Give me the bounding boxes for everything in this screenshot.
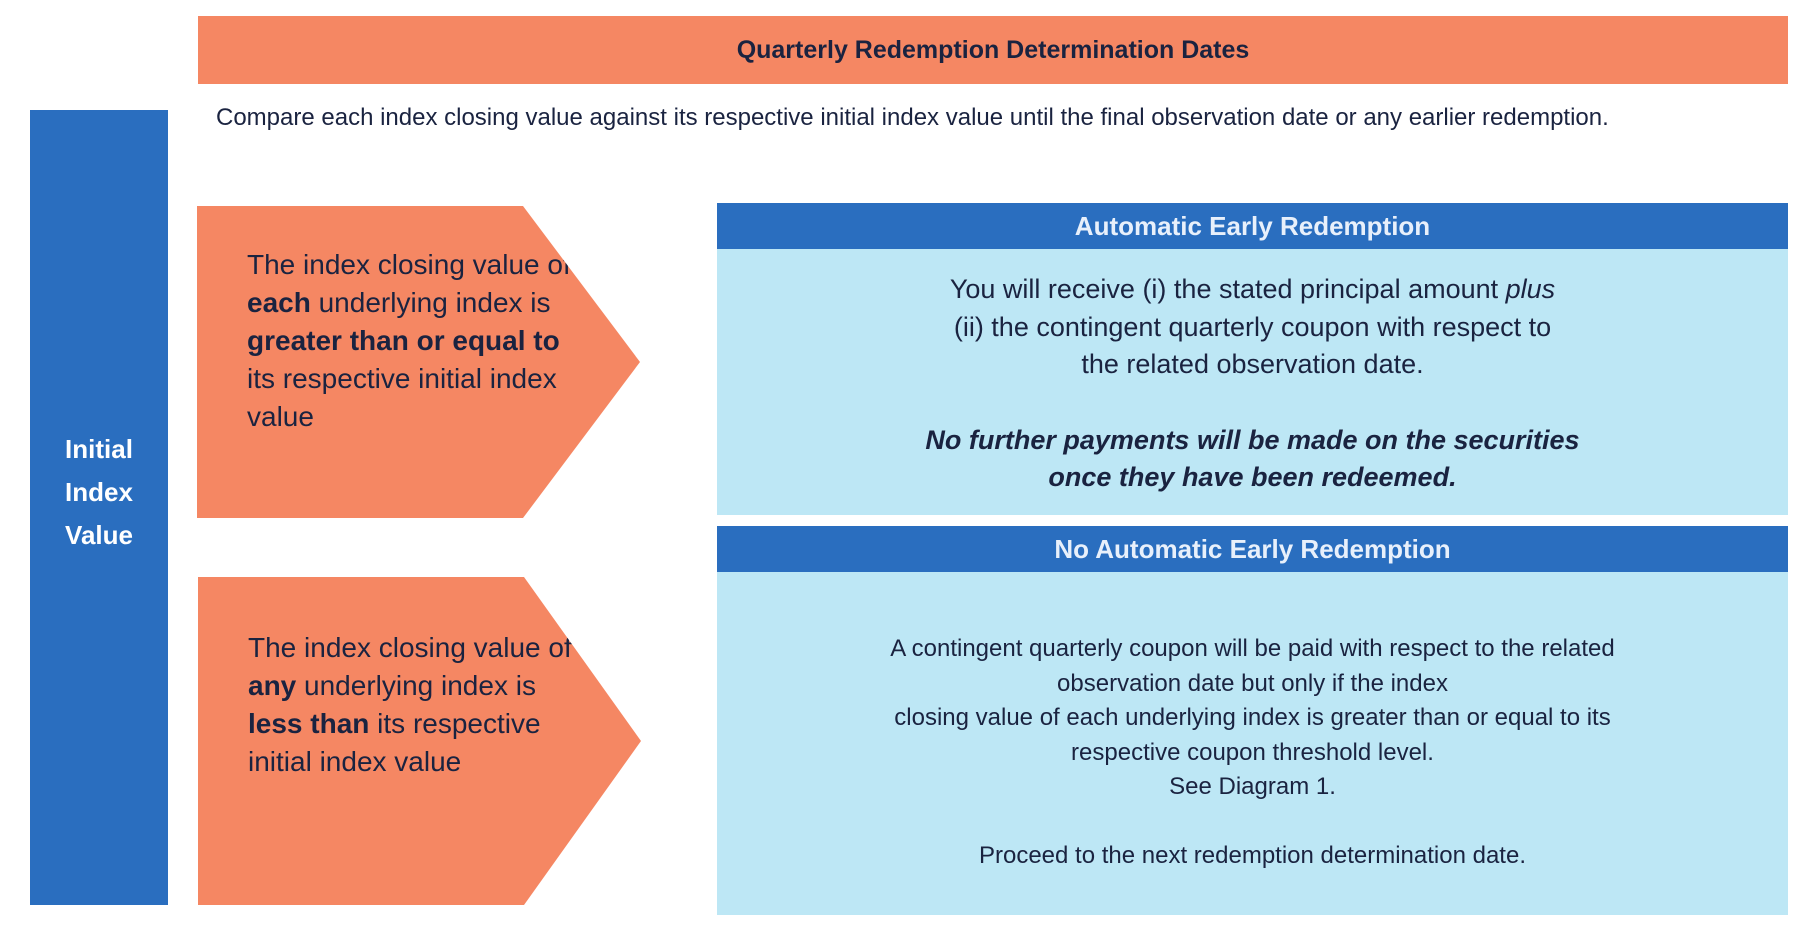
early-redemption-header: Automatic Early Redemption <box>717 203 1788 249</box>
condition-text-less-than: The index closing value of any underlyin… <box>248 629 578 781</box>
note-line: No further payments will be made on the … <box>925 424 1580 455</box>
intro-text: Compare each index closing value against… <box>216 104 1609 131</box>
no-early-redemption-box: No Automatic Early Redemption A continge… <box>717 526 1788 915</box>
diagram-title: Quarterly Redemption Determination Dates <box>736 35 1250 64</box>
condition-text-greater-or-equal: The index closing value of each underlyi… <box>247 246 577 436</box>
condition-emphasis: each <box>247 287 311 318</box>
no-early-redemption-header: No Automatic Early Redemption <box>717 526 1788 572</box>
early-redemption-line: (ii) the contingent quarterly coupon wit… <box>953 311 1552 342</box>
early-redemption-box: Automatic Early Redemption You will rece… <box>717 203 1788 515</box>
no-early-redemption-line: A contingent quarterly coupon will be pa… <box>890 635 1615 662</box>
proceed-next-date-text: Proceed to the next redemption determina… <box>978 841 1526 869</box>
spacer <box>717 384 1788 422</box>
note-line: once they have been redeemed. <box>1048 462 1457 492</box>
no-early-redemption-body: A contingent quarterly coupon will be pa… <box>717 572 1788 873</box>
no-early-redemption-line: closing value of each underlying index i… <box>894 704 1611 731</box>
no-further-payments-note: once they have been redeemed. <box>717 459 1788 497</box>
see-diagram-reference: See Diagram 1. <box>1169 773 1336 800</box>
condition-text-part: underlying index is <box>296 670 536 701</box>
spacer <box>717 805 1788 839</box>
condition-emphasis: greater than or equal to <box>247 325 560 356</box>
condition-emphasis: any <box>248 670 297 701</box>
early-redemption-line: You will receive (i) the stated principa… <box>717 271 1788 309</box>
condition-text-part: its respective initial index value <box>248 708 541 777</box>
condition-arrow-less-than: The index closing value of any underlyin… <box>198 577 641 905</box>
initial-index-value-label: Initial Index Value <box>65 434 133 550</box>
no-early-redemption-line: respective coupon threshold level. <box>1071 738 1434 766</box>
title-banner: Quarterly Redemption Determination Dates <box>198 16 1788 84</box>
condition-text-part: underlying index is <box>310 287 551 318</box>
early-redemption-line: the related observation date. <box>1081 349 1424 379</box>
condition-emphasis: less than <box>248 708 370 739</box>
condition-text-part: The index closing value of <box>248 632 572 663</box>
condition-text-part: The index closing value of <box>247 249 571 280</box>
no-further-payments-note: No further payments will be made on the … <box>717 422 1788 460</box>
condition-arrow-greater-or-equal: The index closing value of each underlyi… <box>197 206 640 518</box>
early-redemption-line-text: You will receive (i) the stated principa… <box>949 274 1506 304</box>
no-early-redemption-line: observation date but only if the index <box>1057 669 1448 697</box>
condition-text-part: its respective initial index value <box>247 363 557 432</box>
plus-emphasis: plus <box>1505 274 1556 304</box>
early-redemption-body: You will receive (i) the stated principa… <box>717 249 1788 497</box>
initial-index-value-bar: Initial Index Value <box>30 110 168 905</box>
